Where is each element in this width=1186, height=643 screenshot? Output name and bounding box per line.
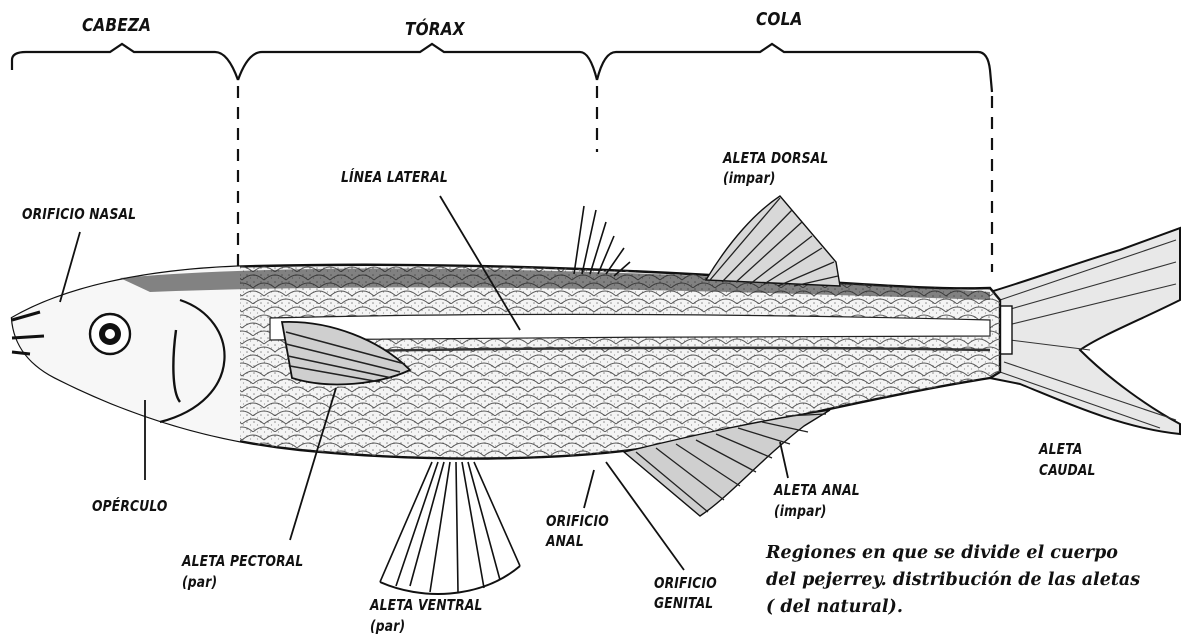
- caption-line-3: ( del natural).: [766, 594, 1176, 621]
- eye: [90, 314, 130, 354]
- label-anal-fin: ALETA ANAL: [774, 481, 860, 500]
- ventral-fin: [380, 462, 520, 594]
- label-opercle: OPÉRCULO: [92, 497, 168, 516]
- label-nasal-orifice: ORIFICIO NASAL: [22, 205, 136, 224]
- label-caudal-fin-2: CAUDAL: [1039, 461, 1096, 480]
- label-ventral-fin-sub: (par): [370, 617, 405, 636]
- label-lateral-line: LÍNEA LATERAL: [341, 168, 448, 187]
- region-head-label: CABEZA: [82, 16, 151, 35]
- first-dorsal-fin: [574, 206, 630, 276]
- fish-body: [0, 260, 1010, 470]
- region-brackets: [12, 44, 992, 92]
- label-pectoral-fin-sub: (par): [182, 573, 217, 592]
- label-anal-fin-sub: (impar): [774, 502, 827, 521]
- caudal-fin: [988, 228, 1180, 434]
- caption-line-2: del pejerrey. distribución de las aletas: [766, 567, 1176, 594]
- second-dorsal-fin: [706, 196, 840, 286]
- region-tail-label: COLA: [756, 10, 803, 29]
- label-anal-orifice-2: ANAL: [546, 532, 584, 551]
- label-genital-orifice-2: GENITAL: [654, 594, 713, 613]
- region-thorax-label: TÓRAX: [405, 20, 465, 39]
- label-genital-orifice-1: ORIFICIO: [654, 574, 717, 593]
- label-pectoral-fin: ALETA PECTORAL: [182, 552, 303, 571]
- label-dorsal-fin-sub: (impar): [723, 169, 776, 188]
- label-ventral-fin: ALETA VENTRAL: [370, 596, 483, 615]
- caption-line-1: Regiones en que se divide el cuerpo: [766, 540, 1176, 567]
- label-caudal-fin-1: ALETA: [1039, 440, 1083, 459]
- label-dorsal-fin: ALETA DORSAL: [723, 149, 828, 168]
- label-anal-orifice-1: ORIFICIO: [546, 512, 609, 531]
- diagram-caption: Regiones en que se divide el cuerpo del …: [766, 540, 1176, 621]
